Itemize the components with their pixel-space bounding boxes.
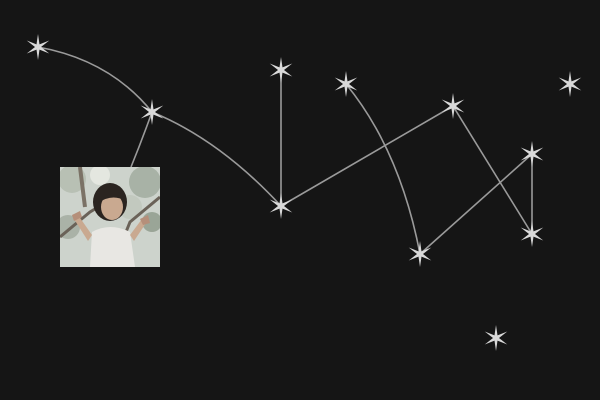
star-icon[interactable] (520, 141, 544, 167)
star-icon[interactable] (558, 71, 582, 97)
star-icon[interactable] (26, 34, 50, 60)
constellation-line (151, 111, 282, 207)
constellation-lines (37, 46, 533, 255)
star-icon[interactable] (140, 99, 164, 125)
star-icon[interactable] (520, 221, 544, 247)
star-icon[interactable] (484, 325, 508, 351)
constellation-line (37, 46, 153, 113)
star-icon[interactable] (334, 71, 358, 97)
constellation-line (130, 111, 153, 168)
star-markers[interactable] (26, 34, 582, 351)
star-icon[interactable] (441, 93, 465, 119)
constellation-line (345, 83, 421, 255)
constellation-line (452, 105, 533, 235)
photo-thumbnail[interactable] (60, 167, 160, 267)
star-icon[interactable] (269, 193, 293, 219)
star-icon[interactable] (269, 57, 293, 83)
constellation-line (419, 153, 533, 255)
star-icon[interactable] (408, 241, 432, 267)
constellation-line (280, 105, 454, 207)
portrait-photo (60, 167, 160, 267)
